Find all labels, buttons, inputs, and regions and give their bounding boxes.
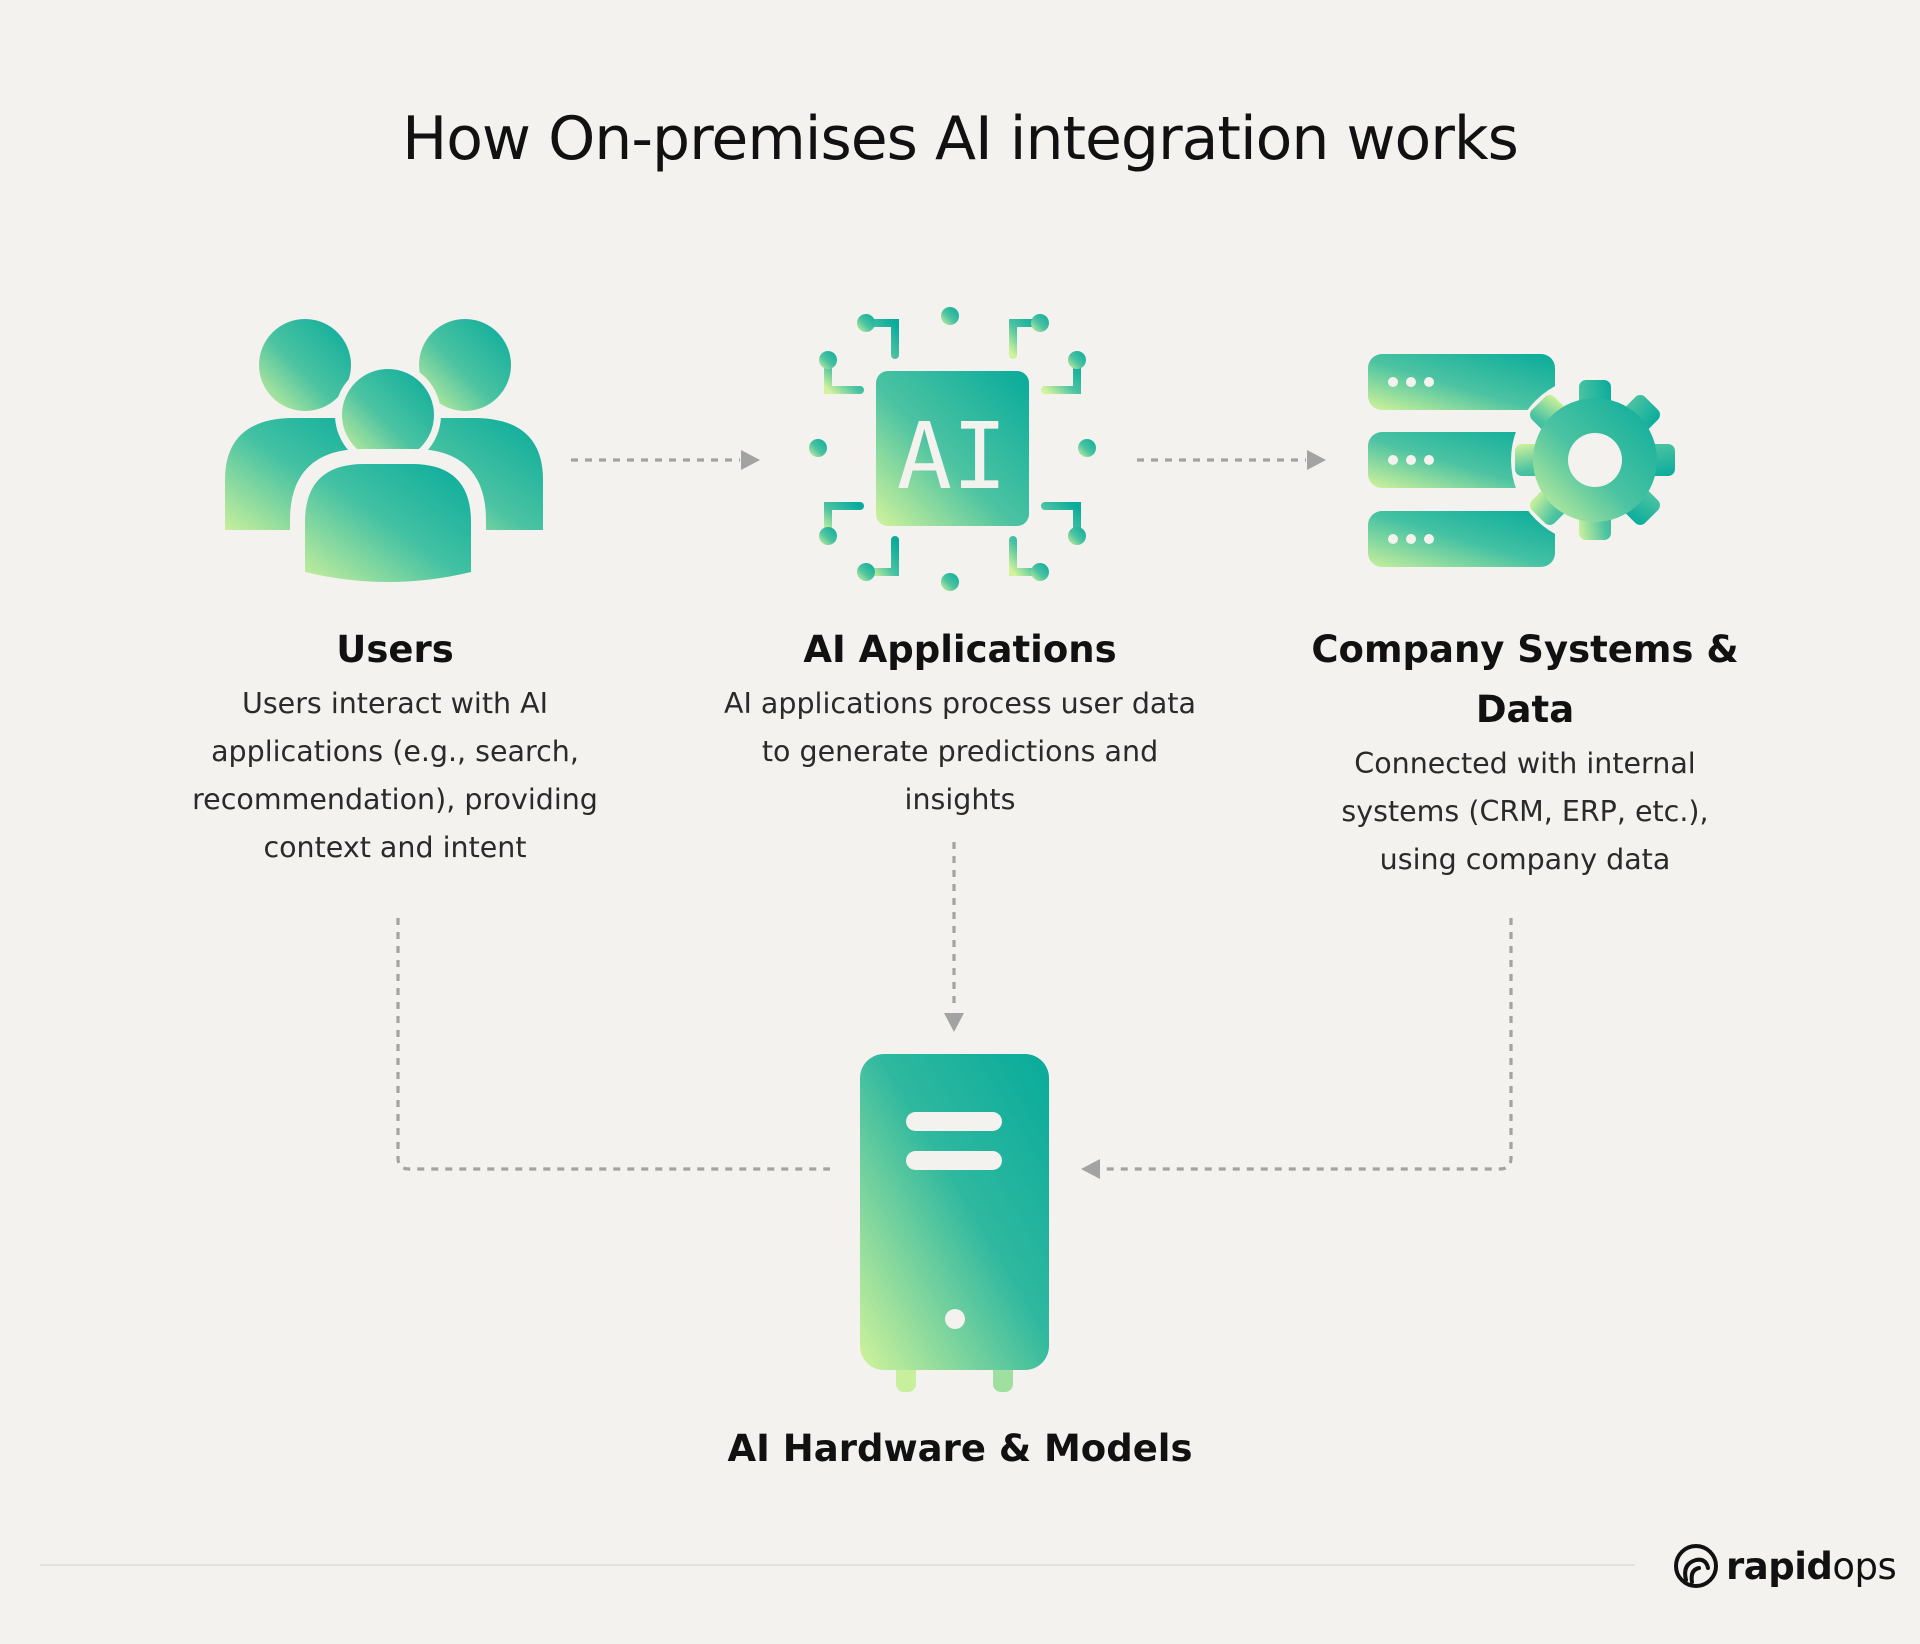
arrowhead-left-icon [1081,1159,1100,1179]
hardware-title: AI Hardware & Models [727,1427,1193,1470]
connector-users-to-hardware [396,918,830,1171]
rapidops-swirl-icon [1674,1544,1718,1588]
ai-applications-node: AI Applications AI applications process … [715,620,1205,824]
arrowhead-down-icon [944,1013,964,1032]
arrowhead-right-icon [741,450,760,470]
page-title: How On-premises AI integration works [402,104,1519,174]
company-systems-title: Company Systems & Data [1311,628,1739,731]
users-node: Users Users interact with AI application… [160,620,630,872]
hardware-node: AI Hardware & Models [690,1419,1230,1479]
ai-chip-icon [809,307,1096,591]
users-title: Users [336,628,454,671]
ai-applications-description: AI applications process user data to gen… [723,687,1197,816]
arrowhead-right-icon [1307,450,1326,470]
server-tower-icon [860,1054,1049,1392]
users-description: Users interact with AI applications (e.g… [192,687,598,864]
connector-systems-to-hardware [1100,918,1513,1171]
company-systems-description: Connected with internal systems (CRM, ER… [1341,747,1709,876]
ai-applications-title: AI Applications [803,628,1117,671]
users-group-icon [225,319,543,596]
database-gear-icon [1368,354,1679,567]
company-systems-node: Company Systems & Data Connected with in… [1305,620,1745,884]
ai-chip-label: AI [897,403,1008,510]
footer-divider [40,1564,1635,1566]
brand-name: rapidops [1726,1544,1897,1588]
brand-name-bold: rapid [1726,1544,1833,1588]
brand-name-light: ops [1832,1544,1897,1588]
brand-logo[interactable]: rapidops [1672,1538,1897,1594]
